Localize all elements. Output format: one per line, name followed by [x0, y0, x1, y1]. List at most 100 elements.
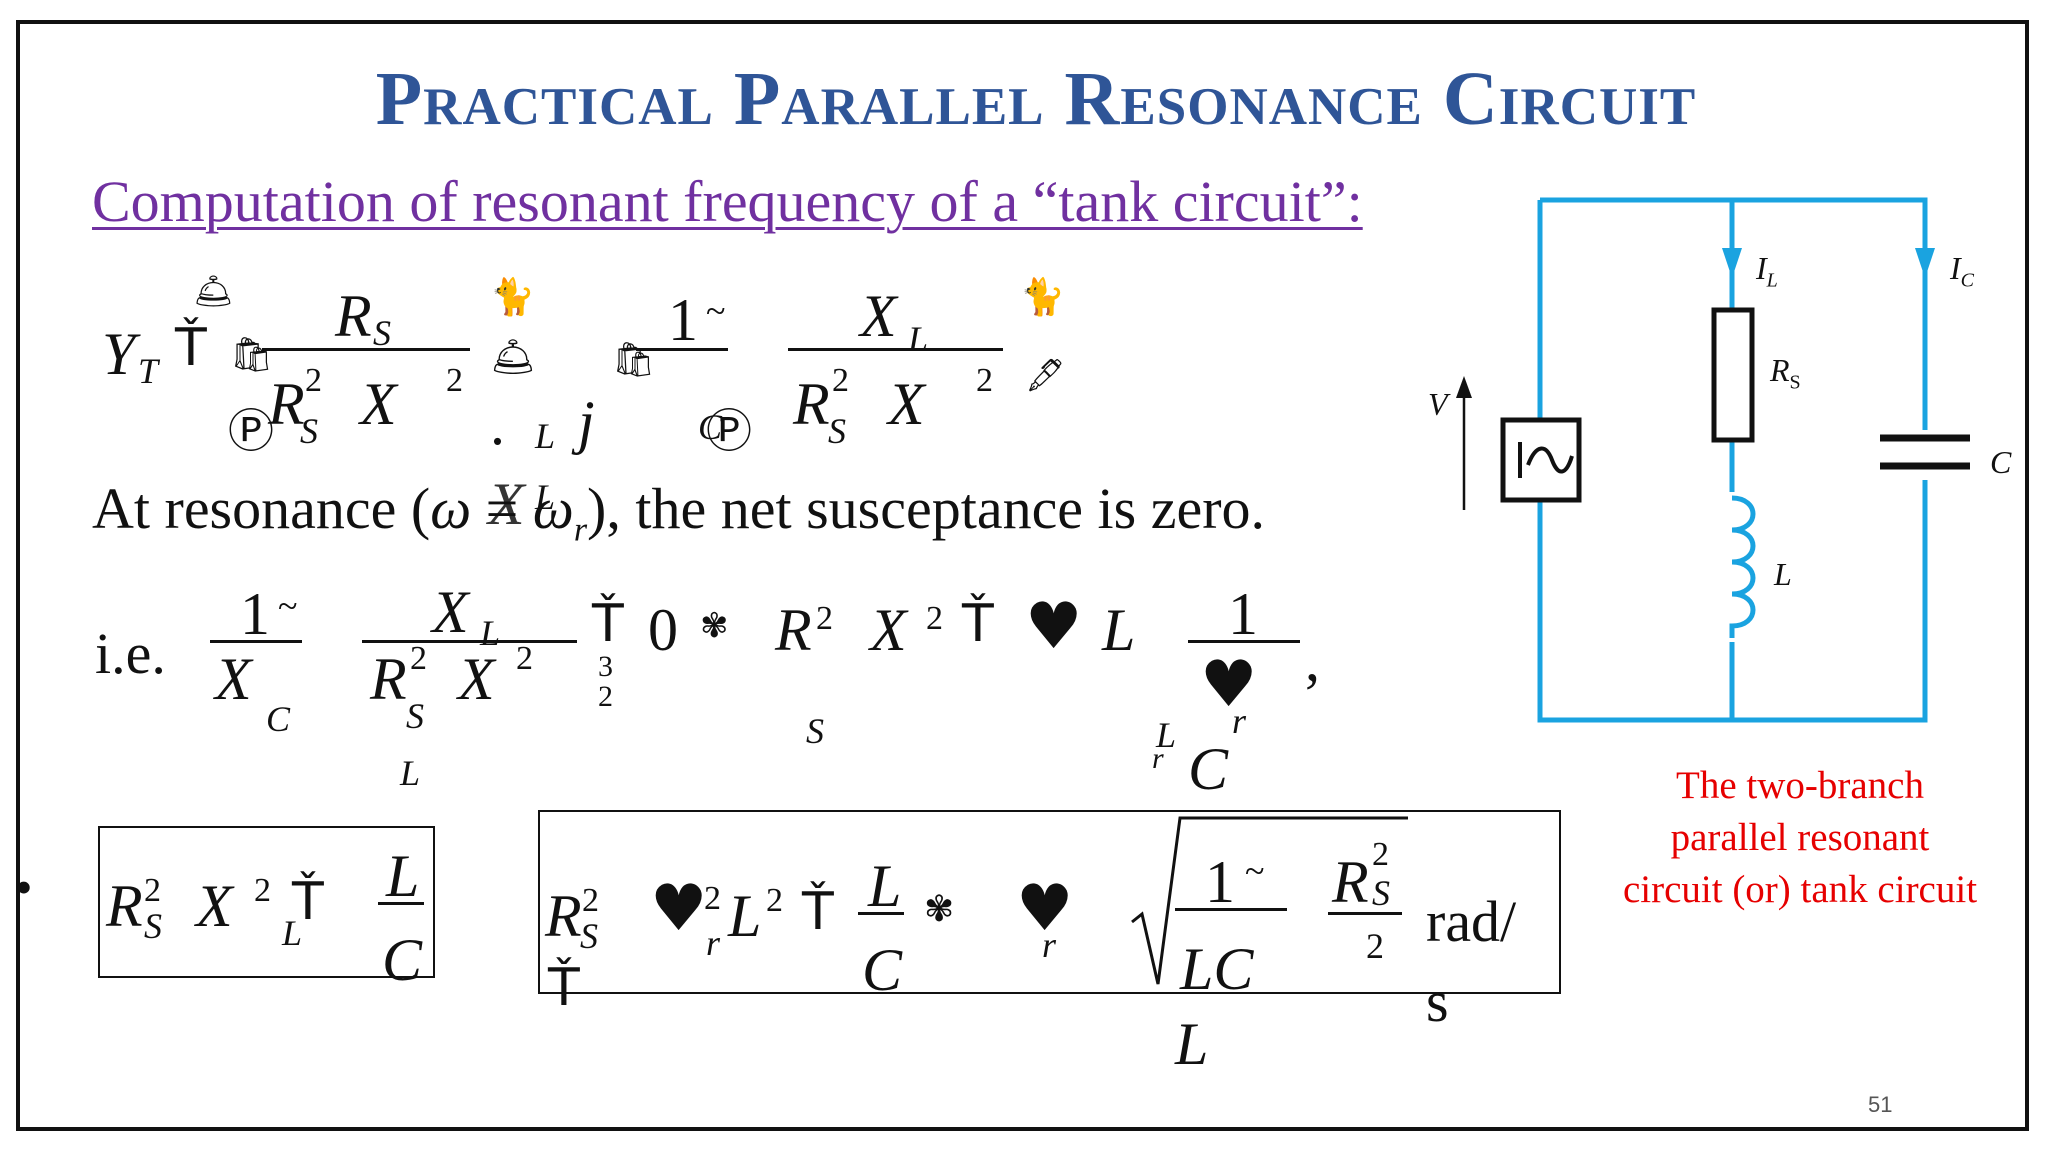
label-l: L	[1774, 556, 1792, 592]
yt-symbol: Y	[102, 321, 136, 387]
denominator-x: X	[360, 371, 397, 437]
fraction-bar-rs	[262, 348, 470, 351]
r-sub: S	[580, 916, 598, 956]
page-number: 51	[1868, 1092, 1893, 1117]
unit-rad: rad/	[1426, 889, 1517, 954]
omega-r-subscript: r	[573, 511, 588, 549]
fraction-bar-xl	[788, 348, 1003, 351]
tilde: ~	[278, 586, 298, 626]
denominator2-r-sub: S	[828, 411, 846, 451]
denominator-r: R	[268, 371, 305, 437]
flower-icon: ✾	[700, 608, 729, 645]
comma: ,	[1305, 627, 1320, 693]
equals-glyph: Ť	[175, 318, 207, 378]
p-circle-glyph: Ⓟ	[228, 404, 274, 458]
den-s: S	[406, 696, 424, 736]
heart-sup: 2	[704, 880, 721, 917]
s-subscript: S	[806, 711, 824, 751]
one-numerator-b: 1	[1228, 581, 1258, 647]
result-box-1	[98, 826, 435, 978]
l-below: L	[1175, 1011, 1209, 1077]
denominator-r-sub: S	[300, 411, 318, 451]
label-c: C	[1990, 444, 2012, 480]
fraction-bar-rs	[1328, 912, 1402, 915]
resonance-text-b: ), the net susceptance is zero.	[587, 476, 1266, 541]
rs-numerator: R	[335, 283, 372, 349]
slide-frame	[16, 20, 2029, 1131]
frac-c: C	[862, 937, 903, 1003]
bag-icon: 🛍	[612, 342, 656, 379]
label-il: IL	[1756, 250, 1778, 292]
rs-numerator-subscript: S	[373, 313, 391, 353]
xl-symbol: X	[432, 579, 469, 645]
x-symbol: X	[196, 873, 233, 939]
denominator-x-sup: 2	[446, 362, 463, 399]
denominator2-x-sup: 2	[976, 362, 993, 399]
bell-icon: 🛎	[490, 337, 536, 377]
zero: 0	[648, 597, 678, 663]
label-ic: IC	[1950, 250, 1974, 292]
frac32-bottom: 2	[598, 680, 613, 713]
x-sub: L	[282, 913, 303, 953]
result-box-2	[538, 810, 1561, 994]
frac-l: L	[868, 853, 902, 919]
bell-icon: 🛎	[193, 273, 234, 309]
fraction-bar-xl	[362, 640, 577, 643]
p-circle-glyph: Ⓟ	[706, 404, 752, 458]
heart-glyph: ♥	[1200, 648, 1258, 722]
unit-s: s	[1426, 969, 1449, 1034]
circuit-caption: The two-branch parallel resonant circuit…	[1580, 760, 2020, 916]
equals-glyph: Ť	[802, 882, 834, 942]
denominator2-r-sup: 2	[832, 362, 849, 399]
heart-glyph: ♥	[1016, 872, 1074, 946]
x2-symbol: X	[870, 597, 907, 663]
l-sup: 2	[766, 882, 783, 919]
bag-icon: 🛍	[230, 337, 274, 374]
one-numerator: 1	[668, 287, 698, 353]
l-symbol: L	[728, 883, 762, 949]
denominator-r-sup: 2	[305, 362, 322, 399]
fraction-bar-lc	[858, 912, 904, 915]
c-subscript: C	[698, 407, 723, 447]
caption-line-3: circuit (or) tank circuit	[1622, 868, 1978, 911]
x2-sup: 2	[926, 600, 943, 637]
label-rs: RS	[1770, 352, 1801, 394]
frac-l: L	[386, 843, 420, 909]
r-symbol: R	[545, 883, 582, 949]
resonance-statement: At resonance (ω = ωr), the net susceptan…	[92, 475, 1265, 550]
cat-icon: 🐈	[1020, 277, 1065, 317]
equals-glyph: Ť	[962, 594, 994, 654]
l-symbol: L	[1102, 597, 1136, 663]
heart-glyph: ♥	[650, 872, 708, 946]
x-sup: 2	[254, 872, 271, 909]
den-x-sup: 2	[516, 640, 533, 677]
flower-icon: ✾	[924, 889, 955, 929]
pen-icon: 🖋	[1025, 357, 1066, 393]
tilde: ~	[1245, 851, 1265, 891]
caption-line-2: parallel resonant	[1670, 816, 1930, 859]
tilde: ~	[706, 291, 726, 331]
yt-subscript: T	[138, 351, 159, 391]
r2-sup: 2	[816, 600, 833, 637]
frac32-top: 3	[598, 650, 613, 683]
r2-symbol: R	[775, 597, 812, 663]
den-r: R	[370, 646, 407, 712]
slide-title: Practical Parallel Resonance Circuit	[375, 57, 1697, 141]
slide-subtitle: Computation of resonant frequency of a “…	[92, 169, 1363, 234]
r-subscript: r	[706, 923, 721, 963]
dot-separator: .	[490, 391, 505, 457]
r-sup: 2	[582, 882, 599, 919]
fraction-bar-one	[636, 348, 728, 351]
r-subscript: r	[1232, 701, 1247, 741]
overlay-l: L	[535, 477, 556, 517]
label-v: V	[1428, 386, 1448, 422]
r-subscript: r	[1042, 925, 1057, 965]
resonance-text-a: At resonance (	[92, 476, 431, 541]
one-numerator: 1	[1205, 849, 1235, 915]
r-subscript-2: r	[1152, 742, 1164, 775]
bullet: •	[15, 859, 33, 915]
overlay-x: X	[488, 471, 525, 537]
tank-circuit-diagram	[1456, 197, 1970, 723]
equals-glyph-below: Ť	[548, 958, 580, 1018]
heart-glyph: ♥	[1025, 590, 1083, 664]
